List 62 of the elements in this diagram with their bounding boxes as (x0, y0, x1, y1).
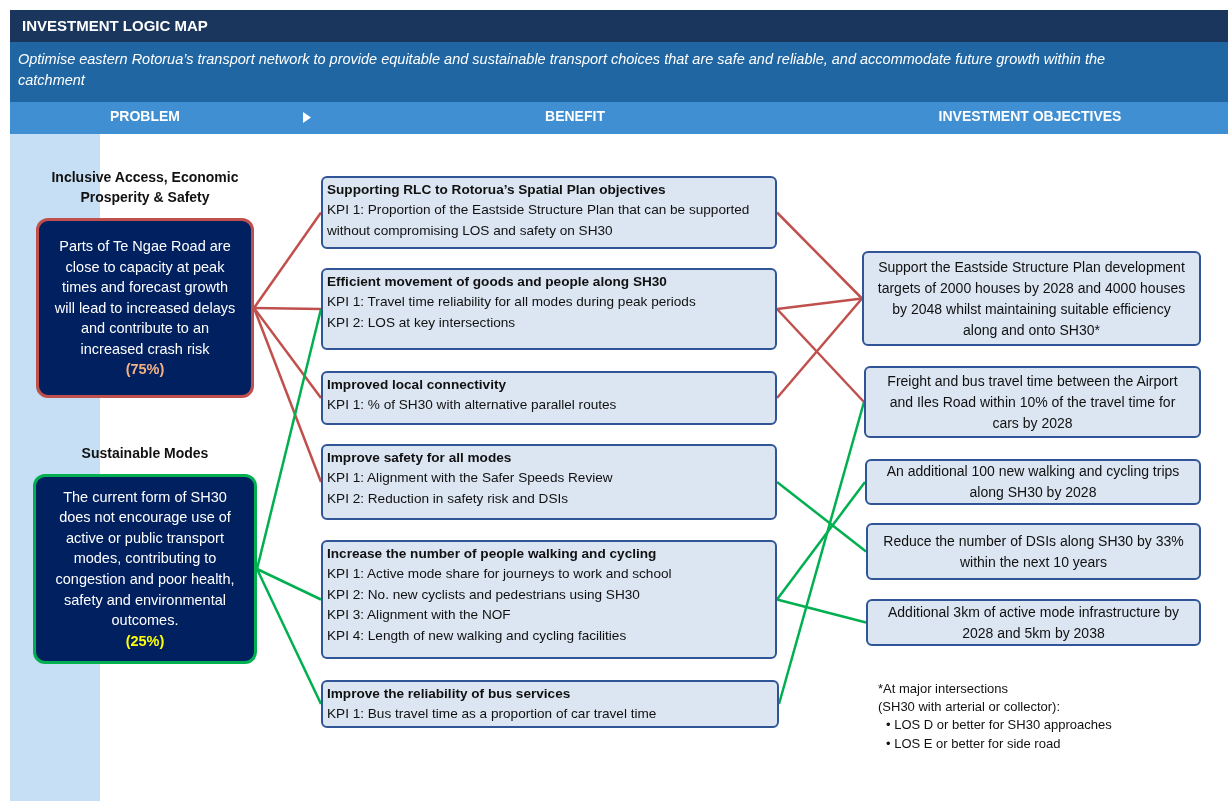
benefit-heading: Efficient movement of goods and people along SH30 (327, 273, 668, 291)
benefit-heading: Increase the number of people walking and cycling (327, 545, 658, 563)
benefit-box (321, 176, 777, 249)
connector-line (776, 211, 863, 300)
kpi-text: KPI 1: Proportion of the Eastside Structure Plan that can be supported without compromising LOS and safety on SH30 (327, 201, 751, 240)
connector-line (776, 598, 867, 624)
kpi-text: KPI 3: Alignment with the NOF (327, 606, 512, 625)
objective-box (862, 251, 1201, 346)
objective-text: An additional 100 new walking and cycling trips along SH30 by 2028 (885, 462, 1181, 502)
connector-line (252, 211, 323, 309)
benefit-heading: Improve safety for all modes (327, 449, 513, 467)
weighting-text: (25%) (125, 631, 165, 651)
benefit-box (321, 268, 777, 350)
connector-line (776, 481, 867, 553)
connector-line (253, 307, 322, 399)
kpi-text: KPI 1: Travel time reliability for all modes during peak periods (327, 293, 697, 312)
objective-box (866, 599, 1201, 646)
problem-text: Parts of Te Ngae Road are close to capacity at peak times and forecast growth will lead to increased delays and contribute to an increased crash risk (53, 236, 237, 359)
objective-text: Reduce the number of DSIs along SH30 by 33% within the next 10 years (882, 531, 1185, 572)
kpi-text: KPI 1: Active mode share for journeys to work and school (327, 565, 673, 584)
footnote-item: • LOS E or better for side road (885, 734, 1062, 753)
benefit-box (321, 540, 777, 659)
problem-heading: Inclusive Access, Economic Prosperity & Safety (50, 168, 240, 207)
column-heading: BENEFIT (544, 108, 606, 124)
kpi-text: KPI 2: LOS at key intersections (327, 313, 517, 332)
objective-box (865, 459, 1201, 505)
objective-text: Additional 3km of active mode infrastructure by 2028 and 5km by 2038 (887, 602, 1180, 643)
connector-line (776, 308, 865, 403)
kpi-text: KPI 2: Reduction in safety risk and DSIs (327, 489, 570, 508)
connector-line (254, 306, 321, 311)
subtitle-banner: Optimise eastern Rotorua’s transport network to provide equitable and sustainable transport choices that are safe and reliable, and accommodate future growth within the catchment (10, 42, 1228, 102)
benefit-heading: Supporting RLC to Rotorua’s Spatial Plan objectives (327, 181, 667, 199)
connector-line (777, 401, 866, 705)
connector-line (776, 297, 863, 311)
benefit-box (321, 371, 777, 425)
benefit-heading: Improved local connectivity (327, 376, 508, 394)
objective-box (864, 366, 1201, 438)
kpi-text: KPI 4: Length of new walking and cycling facilities (327, 626, 628, 645)
objective-box (866, 523, 1201, 580)
title-banner: INVESTMENT LOGIC MAP (10, 10, 1228, 42)
weighting-text: (75%) (125, 360, 165, 380)
footnote-item: • LOS D or better for SH30 approaches (885, 716, 1113, 735)
connector-line (776, 297, 863, 399)
connector-line (776, 481, 866, 601)
kpi-text: KPI 1: Alignment with the Safer Speeds Review (327, 469, 614, 488)
objective-text: Freight and bus travel time between the Airport and Iles Road within 10% of the travel time for cars by 2028 (886, 371, 1179, 433)
kpi-text: KPI 1: Bus travel time as a proportion of car travel time (327, 705, 658, 724)
footnote-text: (SH30 with arterial or collector): (878, 698, 1062, 717)
problem-heading: Sustainable Modes (80, 444, 210, 463)
benefit-box (321, 680, 779, 728)
benefit-heading: Improve the reliability of bus services (327, 685, 572, 703)
connector-line (255, 308, 323, 570)
connector-line (255, 568, 323, 705)
footnote-text: *At major intersections (878, 680, 1010, 698)
kpi-text: KPI 1: % of SH30 with alternative parallel routes (327, 396, 618, 415)
column-heading: PROBLEM (109, 108, 181, 124)
benefit-box (321, 444, 777, 520)
problem-text: The current form of SH30 does not encourage use of active or public transport modes, contributing to congestion and poor health, safety and environmental outcomes. (54, 487, 236, 631)
kpi-text: KPI 2: No. new cyclists and pedestrians using SH30 (327, 585, 641, 604)
connector-line (256, 567, 322, 601)
column-heading: INVESTMENT OBJECTIVES (937, 108, 1123, 124)
objective-text: Support the Eastside Structure Plan development targets of 2000 houses by 2028 and 4000 houses by 2048 whilst maintaining suitable efficiency along and onto SH30* (876, 257, 1187, 340)
